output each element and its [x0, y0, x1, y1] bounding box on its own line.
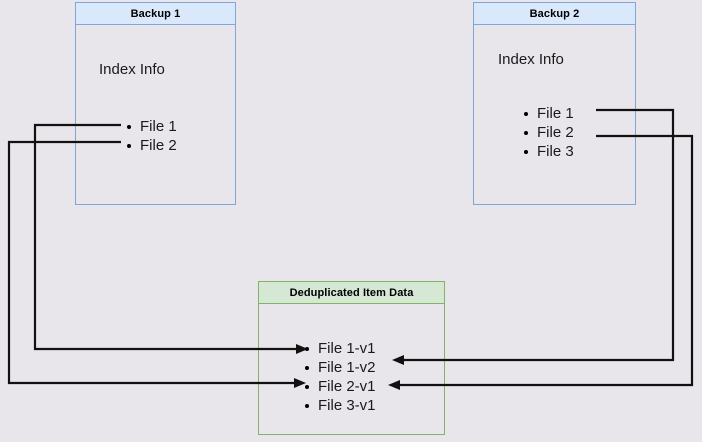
backup-2-index-info-label: Index Info	[498, 51, 564, 68]
bullet-dot-icon	[305, 385, 309, 389]
backup-2-file-label: File 3	[537, 143, 574, 160]
backup-1-body	[76, 25, 235, 204]
bullet-dot-icon	[127, 125, 131, 129]
bullet-dot-icon	[305, 366, 309, 370]
backup-1-title: Backup 1	[76, 3, 235, 25]
backup-1-file-label: File 1	[140, 118, 177, 135]
dedup-item-label: File 2-v1	[318, 378, 376, 395]
bullet-dot-icon	[127, 144, 131, 148]
backup-1-file-label: File 2	[140, 137, 177, 154]
backup-2-box[interactable]: Backup 2	[473, 2, 636, 205]
backup-1-index-info-label: Index Info	[99, 61, 165, 78]
bullet-dot-icon	[305, 404, 309, 408]
backup-2-title: Backup 2	[474, 3, 635, 25]
deduplicated-item-data-title: Deduplicated Item Data	[259, 282, 444, 304]
backup-2-file-label: File 2	[537, 124, 574, 141]
bullet-dot-icon	[524, 131, 528, 135]
dedup-item-label: File 1-v2	[318, 359, 376, 376]
bullet-dot-icon	[305, 347, 309, 351]
dedup-item-label: File 1-v1	[318, 340, 376, 357]
bullet-dot-icon	[524, 150, 528, 154]
bullet-dot-icon	[524, 112, 528, 116]
dedup-item-label: File 3-v1	[318, 397, 376, 414]
backup-2-file-label: File 1	[537, 105, 574, 122]
backup-1-box[interactable]: Backup 1	[75, 2, 236, 205]
